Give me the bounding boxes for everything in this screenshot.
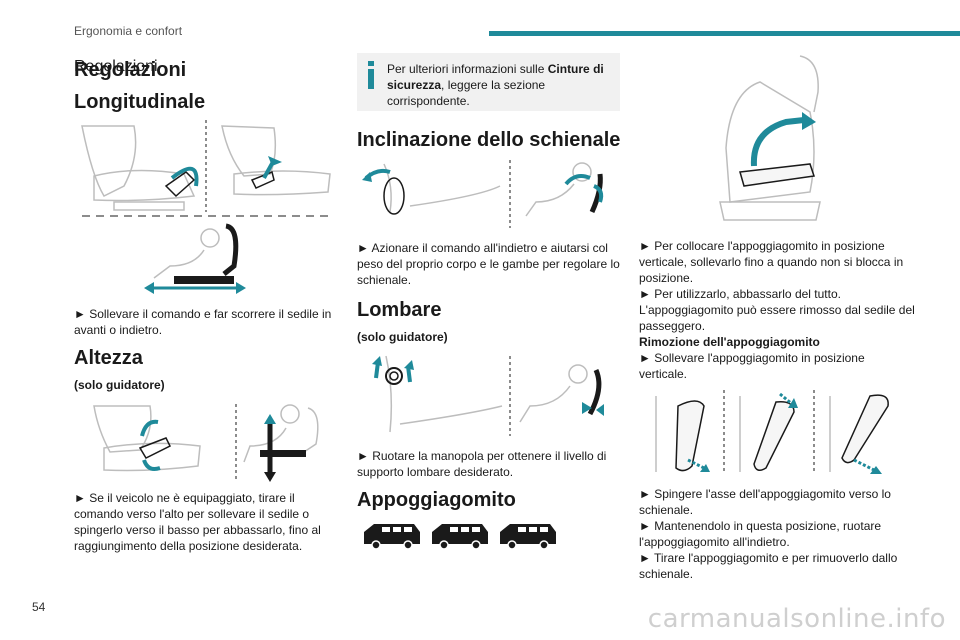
info-text-part2: , leggere la sezione corrispondente.	[387, 78, 546, 108]
text-armrest-7: ► Mantenendolo in questa posizione, ruot…	[639, 519, 882, 549]
van-icon	[432, 524, 488, 550]
page-number: 54	[32, 600, 46, 614]
text-armrest-3: L'appoggiagomito può essere rimosso dal …	[639, 303, 915, 333]
text-armrest-6: ► Spingere l'asse dell'appoggiagomito ve…	[639, 487, 891, 517]
vehicle-versions-icons	[364, 524, 556, 550]
height-seat-illustration	[93, 404, 319, 482]
info-box-cinture: Per ulteriori informazioni sulle Cinture…	[357, 53, 620, 111]
heading-altezza: Altezza	[74, 347, 143, 369]
section-title-regolazioni: Regolazioni	[74, 59, 187, 81]
lumbar-knob-illustration	[372, 355, 604, 436]
text-altezza: ► Se il veicolo ne è equipaggiato, tirar…	[74, 491, 321, 553]
longitudinal-seat-illustration	[81, 120, 331, 294]
text-armrest-2: ► Per utilizzarlo, abbassarlo del tutto.	[639, 287, 841, 301]
van-icon	[364, 524, 420, 550]
text-armrest-5: ► Sollevare l'appoggiagomito in posizion…	[639, 351, 865, 381]
heading-lombare: Lombare	[357, 299, 442, 321]
info-text: Per ulteriori informazioni sulle Cinture…	[367, 61, 610, 109]
heading-appoggiagomito: Appoggiagomito	[357, 489, 516, 511]
header-accent-bar	[489, 31, 960, 36]
armrest-removal-illustration	[655, 390, 889, 474]
text-armrest-8: ► Tirare l'appoggiagomito e per rimuover…	[639, 551, 898, 581]
text-lombare: ► Ruotare la manopola per ottenere il li…	[357, 449, 607, 479]
text-armrest-1: ► Per collocare l'appoggiagomito in posi…	[639, 239, 904, 285]
info-text-part1: Per ulteriori informazioni sulle	[387, 62, 548, 76]
section-title-regolazioni: Regolazioni	[74, 58, 158, 75]
subheading-lombare-solo-guidatore: (solo guidatore)	[357, 330, 448, 344]
armrest-seat-illustration	[719, 55, 821, 221]
backrest-recline-illustration	[362, 160, 604, 228]
text-longitudinale: ► Sollevare il comando e far scorrere il…	[74, 307, 332, 337]
heading-longitudinale: Longitudinale	[74, 91, 206, 113]
running-header: Ergonomia e confort	[74, 24, 183, 38]
text-inclinazione: ► Azionare il comando all'indietro e aiu…	[357, 241, 620, 287]
info-icon	[368, 61, 374, 89]
subheading-solo-guidatore: (solo guidatore)	[74, 378, 165, 392]
info-text-link-cinture: Cinture di sicurezza	[387, 62, 604, 92]
watermark: carmanualsonline.info	[647, 604, 946, 634]
heading-inclinazione: Inclinazione dello schienale	[357, 129, 621, 151]
van-icon	[500, 524, 556, 550]
heading-rimozione: Rimozione dell'appoggiagomito	[639, 335, 820, 349]
